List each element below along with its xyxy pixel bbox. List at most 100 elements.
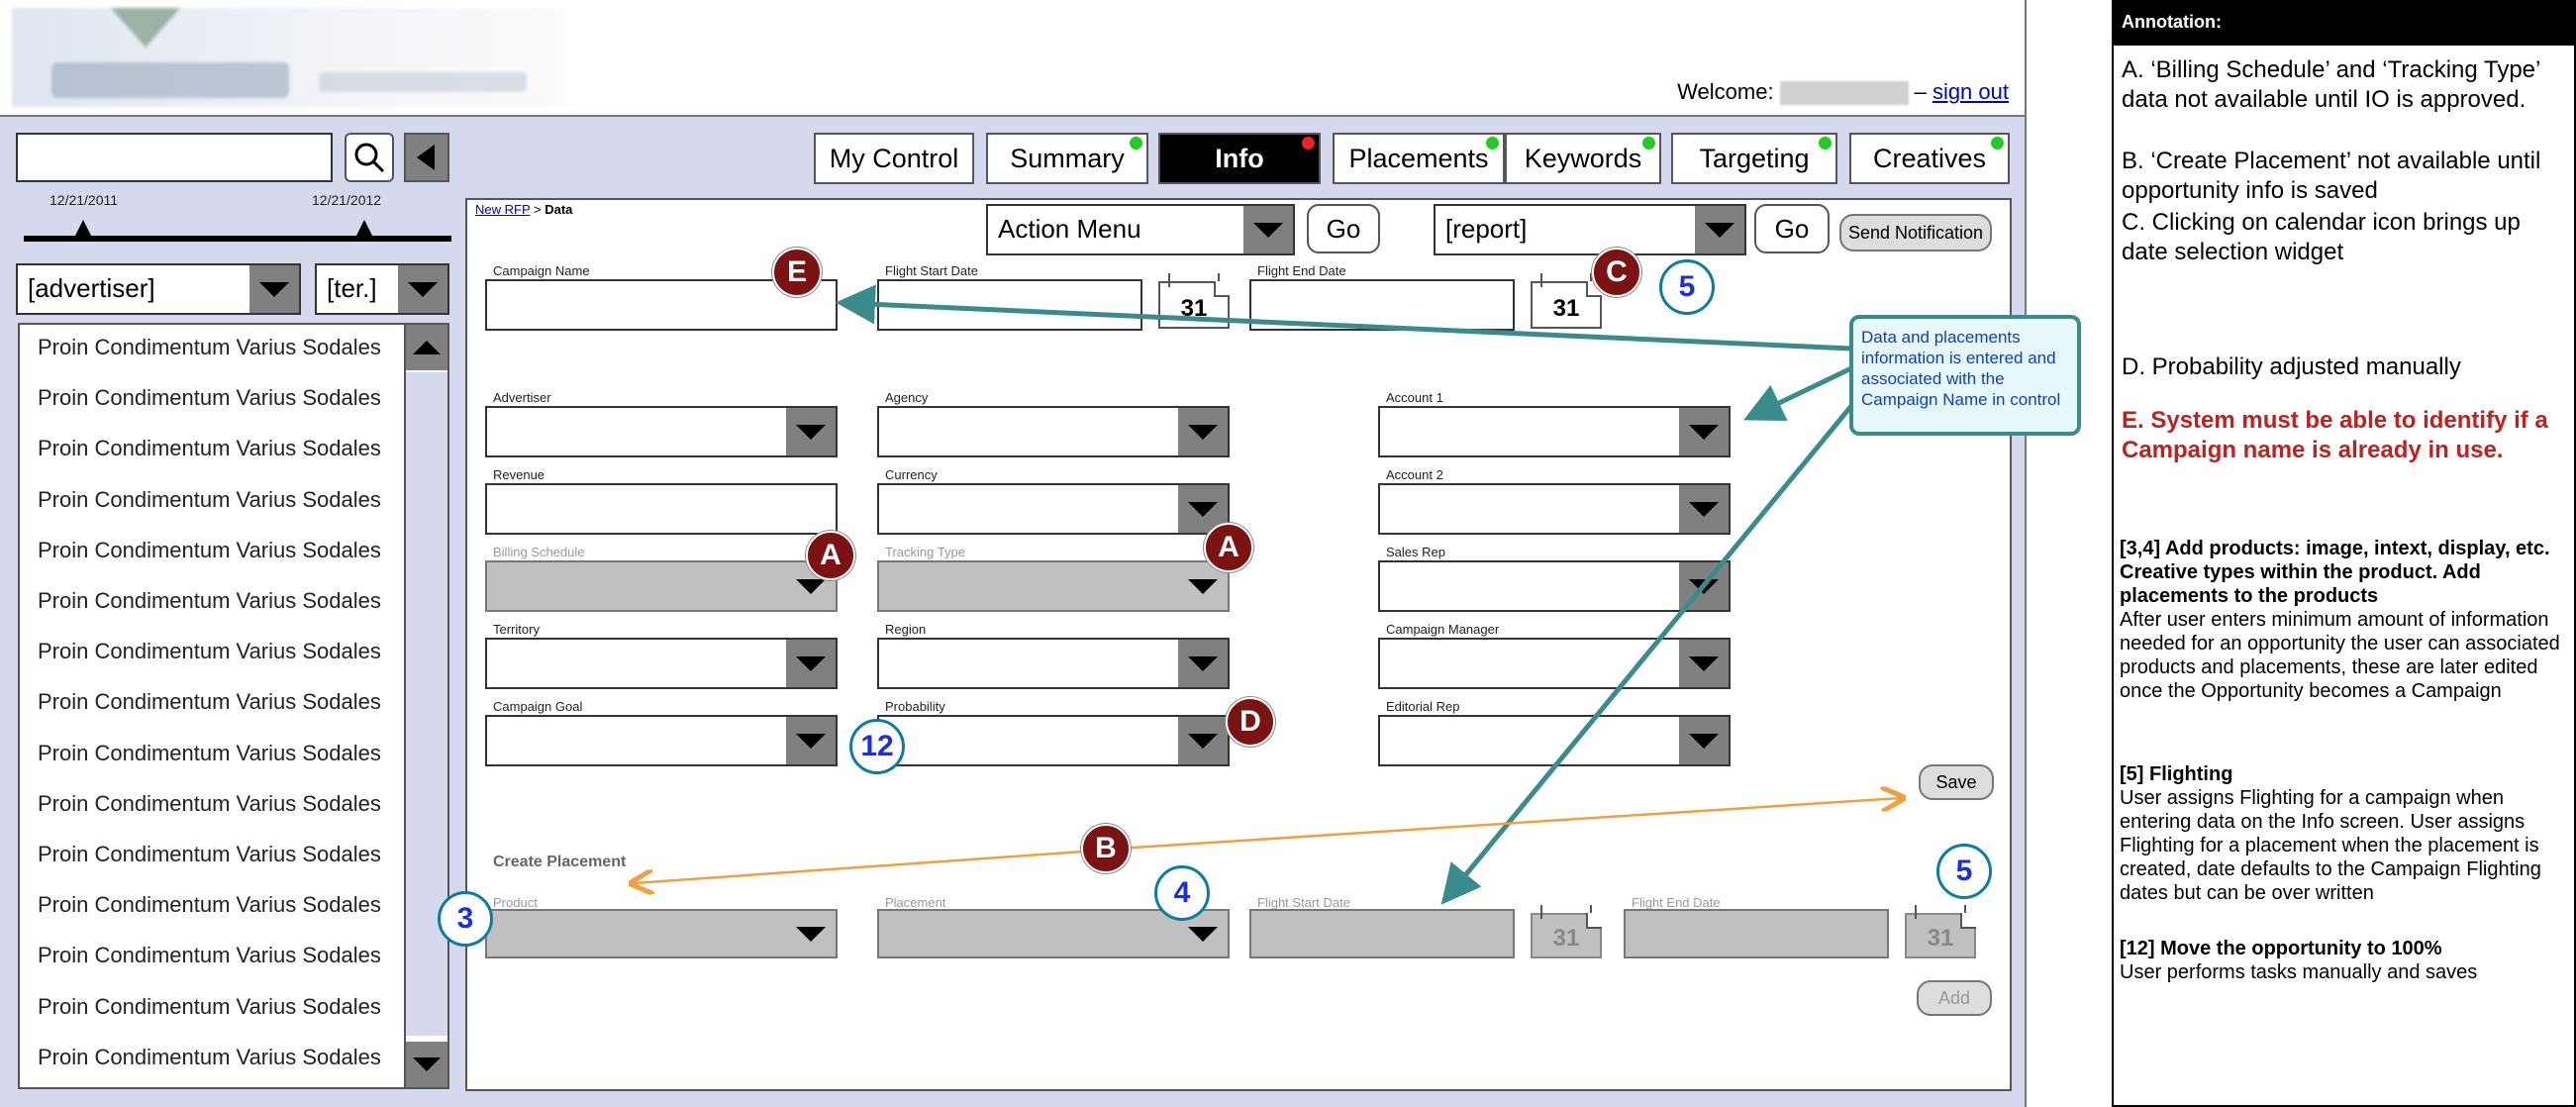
tab-label: Summary <box>1010 143 1125 173</box>
marker-5-top: 5 <box>1659 259 1715 315</box>
go-button-action[interactable]: Go <box>1307 204 1380 253</box>
tracking-type-label: Tracking Type <box>885 545 965 559</box>
action-menu-dropdown[interactable]: Action Menu <box>986 204 1295 255</box>
search-input[interactable] <box>16 133 333 182</box>
list-item[interactable]: Proin Condimentum Varius Sodales <box>38 385 381 411</box>
placement-flight-start-input[interactable] <box>1249 909 1515 958</box>
list-item[interactable]: Proin Condimentum Varius Sodales <box>38 639 381 664</box>
section-12-title: [12] Move the opportunity to 100% <box>2120 938 2442 959</box>
section-3-4-title: [3,4] Add products: image, intext, displ… <box>2120 538 2550 607</box>
search-button[interactable] <box>345 133 394 182</box>
breadcrumb-link-new-rfp[interactable]: New RFP <box>475 202 531 217</box>
advertiser-dropdown[interactable] <box>485 406 838 457</box>
scroll-down-icon[interactable] <box>406 1042 447 1087</box>
product-dropdown[interactable] <box>485 909 838 958</box>
calendar-icon[interactable]: 31 <box>1905 905 1976 958</box>
marker-3: 3 <box>438 891 493 947</box>
tab-label: My Control <box>829 143 959 173</box>
campaign-goal-dropdown[interactable] <box>485 715 838 766</box>
region-dropdown[interactable] <box>877 638 1230 689</box>
status-dot <box>1302 137 1315 150</box>
scroll-up-icon[interactable] <box>406 325 447 370</box>
list-item[interactable]: Proin Condimentum Varius Sodales <box>38 993 381 1019</box>
tab-my-control[interactable]: My Control <box>814 133 974 184</box>
annotation-panel: Annotation: A. ‘Billing Schedule’ and ‘T… <box>2112 0 2576 1107</box>
collapse-panel-button[interactable] <box>404 133 449 182</box>
sales-rep-dropdown[interactable] <box>1378 560 1731 612</box>
callout-note: Data and placements information is enter… <box>1849 315 2081 436</box>
billing-schedule-dropdown[interactable] <box>485 560 838 612</box>
marker-c: C <box>1592 248 1641 297</box>
territory-filter-dropdown[interactable]: [ter.] <box>315 263 449 315</box>
sign-out-link[interactable]: sign out <box>1932 79 2009 104</box>
timeline-start-handle[interactable] <box>75 220 91 236</box>
annotation-header: Annotation: <box>2114 2 2574 46</box>
calendar-icon[interactable]: 31 <box>1531 273 1602 329</box>
advertiser-filter-dropdown[interactable]: [advertiser] <box>16 263 301 315</box>
editorial-rep-dropdown[interactable] <box>1378 715 1731 766</box>
add-placement-button[interactable]: Add <box>1917 980 1992 1016</box>
calendar-icon[interactable]: 31 <box>1531 905 1602 958</box>
tab-info[interactable]: Info <box>1158 133 1321 184</box>
marker-5-bottom: 5 <box>1936 844 1992 899</box>
calendar-day: 31 <box>1927 925 1954 952</box>
tab-keywords[interactable]: Keywords <box>1505 133 1661 184</box>
flight-end-label: Flight End Date <box>1257 263 1346 278</box>
top-bar: Welcome:– sign out <box>0 0 2025 117</box>
placement-flight-end-input[interactable] <box>1624 909 1889 958</box>
placement-label: Placement <box>885 895 946 910</box>
timeline-end-handle[interactable] <box>356 220 372 236</box>
list-item[interactable]: Proin Condimentum Varius Sodales <box>38 740 381 765</box>
probability-dropdown[interactable] <box>877 715 1230 766</box>
campaign-manager-dropdown[interactable] <box>1378 638 1731 689</box>
send-notification-button[interactable]: Send Notification <box>1839 214 1992 252</box>
tab-targeting[interactable]: Targeting <box>1671 133 1837 184</box>
tab-summary[interactable]: Summary <box>986 133 1148 184</box>
annotation-a: A. ‘Billing Schedule’ and ‘Tracking Type… <box>2122 56 2540 113</box>
list-item[interactable]: Proin Condimentum Varius Sodales <box>38 486 381 512</box>
list-item[interactable]: Proin Condimentum Varius Sodales <box>38 1044 381 1069</box>
tracking-type-dropdown[interactable] <box>877 560 1230 612</box>
tab-label: Creatives <box>1872 143 1987 173</box>
section-3-4: [3,4] Add products: image, intext, displ… <box>2120 537 2575 703</box>
breadcrumb-separator: > <box>530 202 545 217</box>
list-scrollbar[interactable] <box>404 323 449 1089</box>
create-placement-title: Create Placement <box>493 854 627 870</box>
tab-placements[interactable]: Placements <box>1333 133 1505 184</box>
status-dot <box>1130 137 1142 150</box>
list-item[interactable]: Proin Condimentum Varius Sodales <box>38 335 381 359</box>
revenue-input[interactable] <box>485 483 838 535</box>
list-item[interactable]: Proin Condimentum Varius Sodales <box>38 537 381 562</box>
go-button-report[interactable]: Go <box>1754 204 1830 253</box>
calendar-icon[interactable]: 31 <box>1158 273 1230 329</box>
list-item[interactable]: Proin Condimentum Varius Sodales <box>38 588 381 613</box>
list-item[interactable]: Proin Condimentum Varius Sodales <box>38 943 381 968</box>
chevron-down-icon <box>786 408 836 455</box>
currency-dropdown[interactable] <box>877 483 1230 535</box>
list-item[interactable]: Proin Condimentum Varius Sodales <box>38 790 381 816</box>
agency-dropdown[interactable] <box>877 406 1230 457</box>
chevron-down-icon <box>1178 717 1228 764</box>
tab-label: Placements <box>1348 143 1489 173</box>
account1-dropdown[interactable] <box>1378 406 1731 457</box>
welcome-label: Welcome: <box>1677 79 1774 104</box>
list-item[interactable]: Proin Condimentum Varius Sodales <box>38 436 381 461</box>
calendar-day: 31 <box>1552 925 1580 952</box>
list-item[interactable]: Proin Condimentum Varius Sodales <box>38 689 381 715</box>
list-item[interactable]: Proin Condimentum Varius Sodales <box>38 842 381 866</box>
section-12: [12] Move the opportunity to 100% User p… <box>2120 937 2575 984</box>
flight-start-input[interactable] <box>877 279 1142 331</box>
flight-end-input[interactable] <box>1249 279 1515 331</box>
save-button[interactable]: Save <box>1919 764 1994 800</box>
list-item[interactable]: Proin Condimentum Varius Sodales <box>38 892 381 918</box>
annotation-d: D. Probability adjusted manually <box>2122 353 2461 380</box>
account2-dropdown[interactable] <box>1378 483 1731 535</box>
territory-dropdown[interactable] <box>485 638 838 689</box>
scroll-track[interactable] <box>406 372 447 1036</box>
timeline-end-date: 12/21/2012 <box>312 192 382 208</box>
tab-creatives[interactable]: Creatives <box>1849 133 2010 184</box>
calendar-day: 31 <box>1180 295 1208 322</box>
report-dropdown[interactable]: [report] <box>1434 204 1746 255</box>
territory-label: Territory <box>493 622 540 637</box>
flight-start-label: Flight Start Date <box>885 263 978 278</box>
